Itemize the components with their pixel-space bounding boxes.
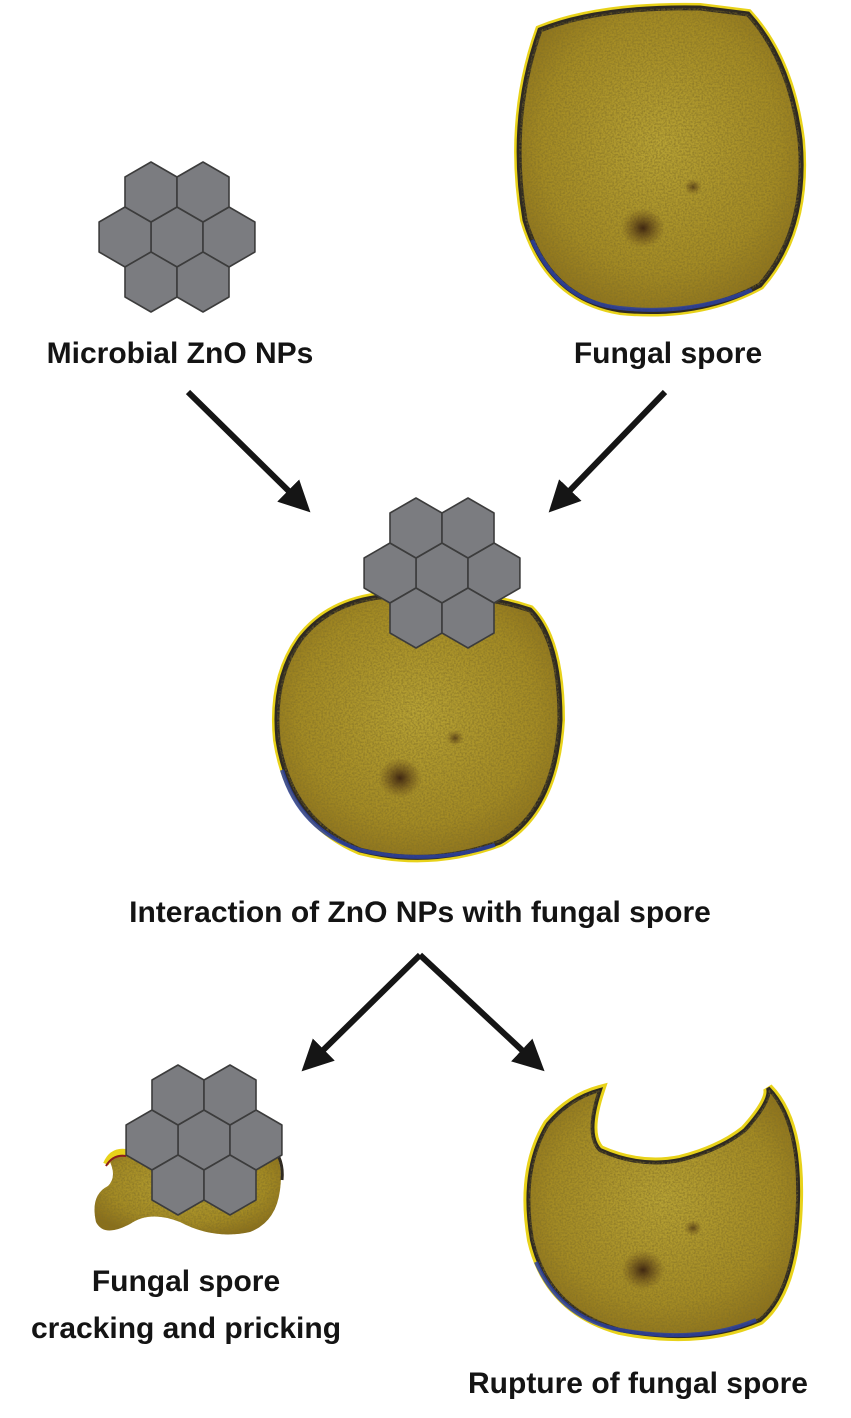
label-cracking-line2: cracking and pricking (31, 1312, 341, 1345)
hexagon-icon (203, 1154, 257, 1216)
hexagon-icon (176, 161, 230, 223)
ruptured-spore-icon (523, 1082, 804, 1342)
label-interaction: Interaction of ZnO NPs with fungal spore (129, 896, 711, 929)
label-microbial-zno-nps: Microbial ZnO NPs (47, 337, 314, 370)
hexagon-icon (441, 497, 495, 559)
fungal-spore-icon (514, 2, 807, 317)
arrow-icon (417, 952, 545, 1072)
label-fungal-spore: Fungal spore (574, 337, 762, 370)
hexagon-icon (176, 251, 230, 313)
label-rupture: Rupture of fungal spore (468, 1367, 808, 1400)
arrow-icon (301, 952, 423, 1072)
attached-nanoparticles-icon (363, 497, 521, 649)
hexagon-icon (203, 1064, 257, 1126)
interaction-spore-icon (271, 589, 566, 863)
piercing-nanoparticles-icon (125, 1064, 283, 1216)
label-cracking-line1: Fungal spore (92, 1265, 280, 1298)
arrow-icon (185, 389, 311, 513)
arrow-icon (548, 389, 668, 513)
zno-nanoparticles-icon (98, 161, 256, 313)
hexagon-icon (441, 587, 495, 649)
